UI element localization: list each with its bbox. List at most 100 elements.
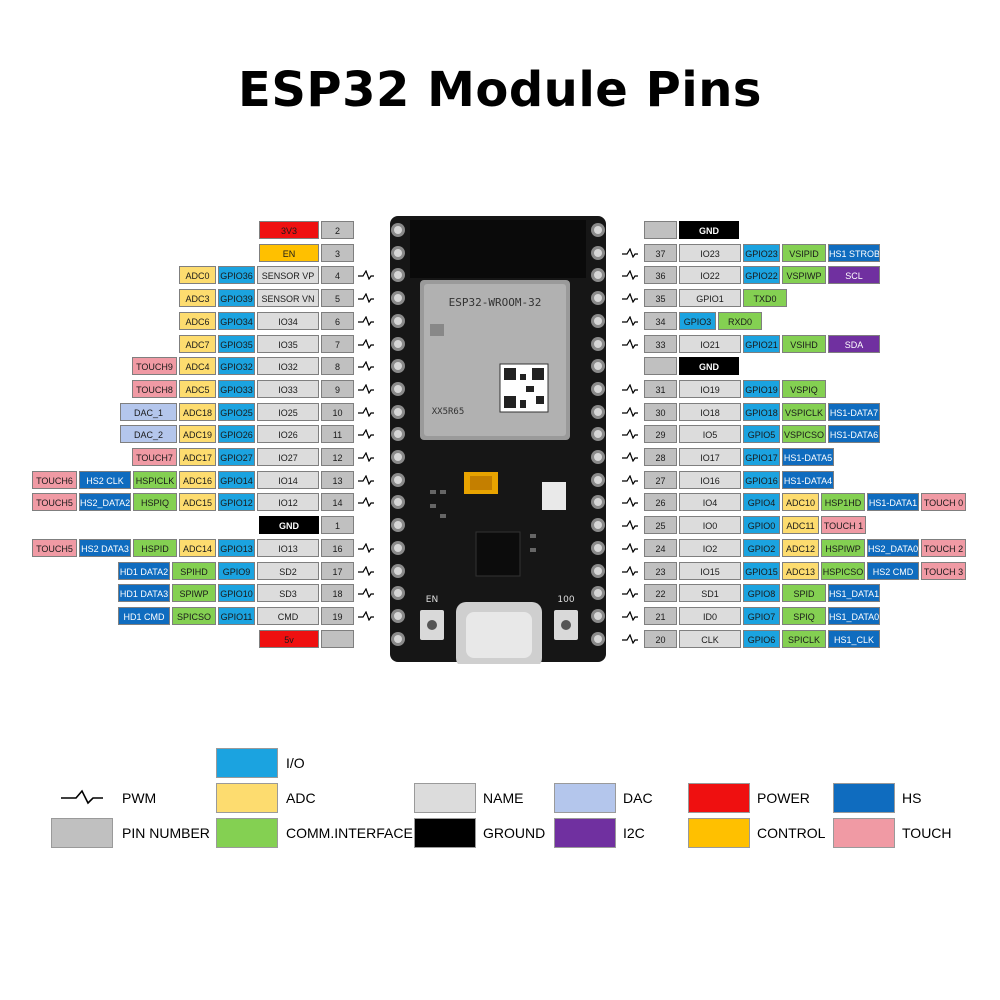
pin-label-comm: VSIHD (782, 335, 826, 353)
pin-label-comm: VSPIQ (782, 380, 826, 398)
pin-label-name: IO16 (679, 471, 741, 489)
pwm-icon (622, 270, 638, 280)
pin-label-name: IO34 (257, 312, 319, 330)
pin-label-num (321, 630, 354, 648)
pin-label-ground: GND (679, 357, 739, 375)
pin-label-name: IO32 (257, 357, 319, 375)
pin-label-io: GPIO33 (218, 380, 255, 398)
pin-label-comm: SPID (782, 584, 826, 602)
pin-label-num: 3 (321, 244, 354, 262)
pwm-icon (622, 520, 638, 530)
pwm-icon (622, 429, 638, 439)
pin-label-name: IO4 (679, 493, 741, 511)
pin-label-name: IO18 (679, 403, 741, 421)
pin-label-adc: ADC19 (179, 425, 216, 443)
pin-label-hs: HS1_DATA1 (828, 584, 880, 602)
pin-label-num: 27 (644, 471, 677, 489)
pin-label-name: IO2 (679, 539, 741, 557)
pin-label-num: 12 (321, 448, 354, 466)
pin-label-touch: TOUCH9 (132, 357, 177, 375)
pin-label-name: IO26 (257, 425, 319, 443)
pwm-icon (358, 611, 374, 621)
pin-label-num: 13 (321, 471, 354, 489)
pin-label-hs: HS1-DATA5 (782, 448, 834, 466)
pin-label-control: EN (259, 244, 319, 262)
pin-label-comm: VSPICLK (782, 403, 826, 421)
pin-label-num: 9 (321, 380, 354, 398)
pin-label-num: 1 (321, 516, 354, 534)
pin-label-name: SD2 (257, 562, 319, 580)
pin-label-name: IO5 (679, 425, 741, 443)
pin-label-name: ID0 (679, 607, 741, 625)
pin-label-touch: TOUCH 0 (921, 493, 966, 511)
pin-label-io: GPIO11 (218, 607, 255, 625)
pin-label-io: GPIO3 (679, 312, 716, 330)
pin-label-io: GPIO18 (743, 403, 780, 421)
pwm-icon (358, 543, 374, 553)
pin-label-comm: SPICLK (782, 630, 826, 648)
pin-label-num: 24 (644, 539, 677, 557)
pwm-icon (358, 566, 374, 576)
pin-label-num: 29 (644, 425, 677, 443)
pin-label-hs: HS1_DATA0 (828, 607, 880, 625)
pwm-icon (358, 588, 374, 598)
pin-label-num (644, 221, 677, 239)
pin-label-comm: SPIWP (172, 584, 216, 602)
pin-label-hs: HS2 CLK (79, 471, 131, 489)
pin-label-adc: ADC0 (179, 266, 216, 284)
pin-label-adc: ADC15 (179, 493, 216, 511)
pin-label-hs: HD1 DATA3 (118, 584, 170, 602)
pin-label-num: 11 (321, 425, 354, 443)
module-label: ESP32-WROOM-32 (449, 296, 542, 309)
pin-label-hs: HD1 CMD (118, 607, 170, 625)
pin-label-hs: HS1-DATA7 (828, 403, 880, 421)
pin-label-io: GPIO15 (743, 562, 780, 580)
pin-label-name: SD3 (257, 584, 319, 602)
pwm-icon (358, 475, 374, 485)
pin-label-dac: DAC_2 (120, 425, 177, 443)
pin-label-num: 21 (644, 607, 677, 625)
pin-label-comm: VSPICSO (782, 425, 826, 443)
pwm-icon (358, 339, 374, 349)
pin-label-num: 26 (644, 493, 677, 511)
pin-label-num: 31 (644, 380, 677, 398)
pin-label-io: GPIO7 (743, 607, 780, 625)
pin-label-num: 33 (644, 335, 677, 353)
pin-label-num: 34 (644, 312, 677, 330)
pin-label-num: 19 (321, 607, 354, 625)
header-pins-right (591, 223, 605, 646)
pin-label-num: 36 (644, 266, 677, 284)
pin-label-comm: SPIQ (782, 607, 826, 625)
pin-label-hs: HS1_CLK (828, 630, 880, 648)
pin-label-adc: ADC14 (179, 539, 216, 557)
pin-label-comm: SPIHD (172, 562, 216, 580)
pin-label-power: 3V3 (259, 221, 319, 239)
pin-label-adc: ADC7 (179, 335, 216, 353)
pin-label-touch: TOUCH 2 (921, 539, 966, 557)
pin-label-num: 5 (321, 289, 354, 307)
pin-label-io: GPIO5 (743, 425, 780, 443)
pin-label-power: 5v (259, 630, 319, 648)
pin-label-io: GPIO10 (218, 584, 255, 602)
pin-label-num: 30 (644, 403, 677, 421)
pin-label-name: IO21 (679, 335, 741, 353)
pin-label-num: 28 (644, 448, 677, 466)
pin-label-num: 22 (644, 584, 677, 602)
pin-label-name: IO33 (257, 380, 319, 398)
pin-label-io: GPIO27 (218, 448, 255, 466)
pwm-icon (622, 475, 638, 485)
pin-label-name: IO17 (679, 448, 741, 466)
pwm-icon (622, 543, 638, 553)
pin-label-io: GPIO9 (218, 562, 255, 580)
pin-label-adc: ADC12 (782, 539, 819, 557)
pin-label-num: 17 (321, 562, 354, 580)
pin-label-hs: HS2_DATA0 (867, 539, 919, 557)
pin-label-num (644, 357, 677, 375)
pin-label-num: 16 (321, 539, 354, 557)
pin-label-io: GPIO25 (218, 403, 255, 421)
pin-label-hs: HS1 STROBE (828, 244, 880, 262)
pin-label-hs: HD1 DATA2 (118, 562, 170, 580)
pin-label-adc: ADC16 (179, 471, 216, 489)
regulator (542, 482, 566, 510)
pin-label-adc: ADC6 (179, 312, 216, 330)
